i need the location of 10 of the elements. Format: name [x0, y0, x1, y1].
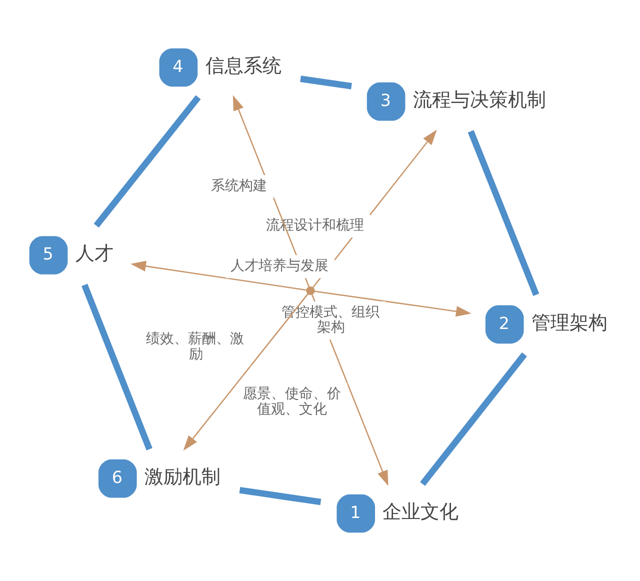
- edge-label: 系统构建: [211, 178, 268, 194]
- edge-label: 人才培养与发展: [230, 258, 329, 274]
- node-label: 人才: [75, 242, 114, 265]
- edge-label: 愿景、使命、价值观、文化: [243, 386, 342, 418]
- node-label: 流程与决策机制: [412, 88, 546, 112]
- node-label: 信息系统: [205, 54, 282, 77]
- node-label: 激励机制: [144, 465, 220, 488]
- node-label: 管理架构: [531, 310, 608, 334]
- edge-label: 绩效、薪酬、激励: [146, 331, 244, 362]
- node-label: 企业文化: [382, 500, 459, 523]
